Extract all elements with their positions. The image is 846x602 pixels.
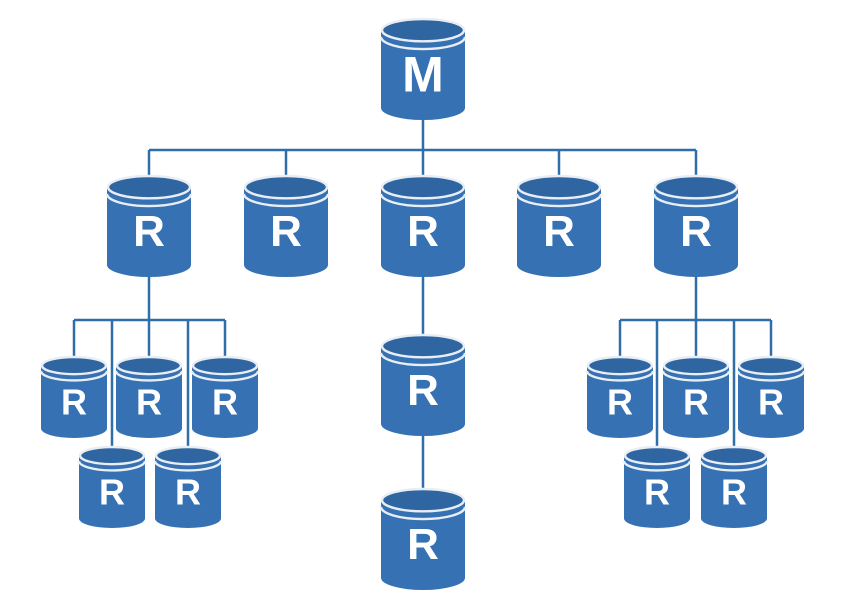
database-cylinder-icon xyxy=(155,455,221,528)
replica-database-node: R xyxy=(515,174,603,277)
database-rim-band xyxy=(585,370,655,382)
database-top-ellipse xyxy=(623,445,691,466)
database-top-ellipse xyxy=(380,487,466,513)
database-cylinder-icon xyxy=(79,455,145,528)
replica-database-node: R xyxy=(114,355,184,438)
connector-lines xyxy=(72,118,773,491)
replica-database-node: R xyxy=(736,355,806,438)
database-cylinder-icon xyxy=(41,365,107,438)
database-top-ellipse xyxy=(662,355,730,376)
database-cylinder-icon xyxy=(192,365,258,438)
database-cylinder-icon xyxy=(381,500,465,591)
database-top-ellipse xyxy=(380,333,466,359)
database-rim-band xyxy=(77,460,147,472)
node-label: R xyxy=(99,471,125,512)
database-top-ellipse xyxy=(191,355,259,376)
replica-database-node: R xyxy=(242,174,330,277)
database-top-ellipse xyxy=(737,355,805,376)
replica-database-node: R xyxy=(699,445,769,528)
node-label: R xyxy=(136,381,162,422)
replica-database-node: R xyxy=(105,174,193,277)
replica-database-node: R xyxy=(652,174,740,277)
database-top-ellipse xyxy=(115,355,183,376)
database-cylinder-icon xyxy=(381,346,465,436)
node-label: M xyxy=(402,47,444,103)
database-top-ellipse xyxy=(516,174,602,200)
database-cylinder-icon xyxy=(381,30,465,120)
database-cylinder-icon xyxy=(107,187,191,277)
replica-database-node: R xyxy=(379,174,467,277)
database-top-ellipse xyxy=(653,174,739,200)
database-top-ellipse xyxy=(106,174,192,200)
database-rim-band xyxy=(153,460,223,472)
database-rim-band xyxy=(379,506,467,521)
database-rim-band xyxy=(652,193,740,208)
database-top-ellipse xyxy=(380,174,466,200)
database-rim-band xyxy=(661,370,731,382)
database-top-ellipse xyxy=(243,174,329,200)
database-rim-band xyxy=(242,193,330,208)
database-top-ellipse xyxy=(700,445,768,466)
replica-database-node: R xyxy=(379,487,467,591)
database-rim-band xyxy=(736,370,806,382)
node-label: R xyxy=(758,381,784,422)
node-label: R xyxy=(133,207,165,256)
database-top-ellipse xyxy=(586,355,654,376)
database-rim-band xyxy=(622,460,692,472)
database-top-ellipse xyxy=(380,17,466,43)
database-cylinder-icon xyxy=(654,187,738,277)
node-label: R xyxy=(644,471,670,512)
node-label: R xyxy=(680,207,712,256)
database-cylinder-icon xyxy=(738,365,804,438)
database-top-ellipse xyxy=(78,445,146,466)
node-label: R xyxy=(407,366,439,415)
node-label: R xyxy=(175,471,201,512)
node-label: R xyxy=(683,381,709,422)
replica-database-node: R xyxy=(153,445,223,528)
database-cylinder-icon xyxy=(624,455,690,528)
database-rim-band xyxy=(379,193,467,208)
database-rim-band xyxy=(699,460,769,472)
database-top-ellipse xyxy=(40,355,108,376)
replica-database-node: R xyxy=(661,355,731,438)
database-rim-band xyxy=(39,370,109,382)
database-rim-band xyxy=(105,193,193,208)
database-rim-band xyxy=(379,352,467,367)
node-label: R xyxy=(607,381,633,422)
database-cylinder-icon xyxy=(116,365,182,438)
replica-database-node: R xyxy=(190,355,260,438)
node-label: R xyxy=(212,381,238,422)
node-label: R xyxy=(543,207,575,256)
database-rim-band xyxy=(379,36,467,51)
node-label: R xyxy=(721,471,747,512)
database-rim-band xyxy=(114,370,184,382)
master-database-node: M xyxy=(379,17,467,120)
database-cylinder-icon xyxy=(701,455,767,528)
node-label: R xyxy=(407,520,439,569)
database-rim-band xyxy=(190,370,260,382)
node-label: R xyxy=(407,207,439,256)
replica-database-node: R xyxy=(39,355,109,438)
database-cylinder-icon xyxy=(517,187,601,277)
replica-database-node: R xyxy=(585,355,655,438)
replica-database-node: R xyxy=(77,445,147,528)
database-nodes: M R R R R R R R R R R R R R R R R R xyxy=(39,17,806,591)
node-label: R xyxy=(270,207,302,256)
database-rim-band xyxy=(515,193,603,208)
database-cylinder-icon xyxy=(663,365,729,438)
database-top-ellipse xyxy=(154,445,222,466)
database-cylinder-icon xyxy=(587,365,653,438)
replica-database-node: R xyxy=(379,333,467,436)
database-cylinder-icon xyxy=(244,187,328,277)
node-label: R xyxy=(61,381,87,422)
replica-database-node: R xyxy=(622,445,692,528)
database-cylinder-icon xyxy=(381,187,465,277)
